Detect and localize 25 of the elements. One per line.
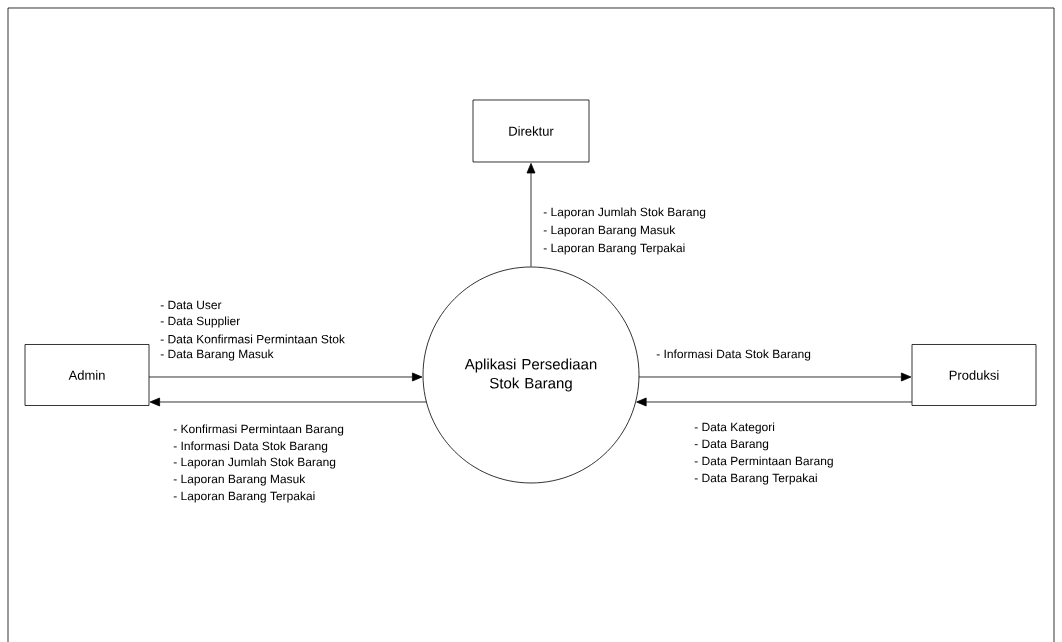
flow-label: - Data Barang Terpakai	[694, 473, 817, 485]
entity-box: Produksi	[911, 344, 1037, 406]
flow-label: - Data User	[160, 300, 222, 310]
flow-label: - Laporan Barang Terpakai	[173, 491, 315, 503]
flow-label: - Data Supplier	[160, 316, 241, 328]
flow-label: - Laporan Barang Masuk	[173, 474, 306, 486]
arrow	[636, 397, 913, 407]
arrow	[149, 397, 427, 407]
flow-label: - Laporan Jumlah Stok Barang	[543, 207, 706, 219]
flow-label: - Data Barang	[694, 439, 769, 451]
flow-label: - Konfirmasi Permintaan Barang	[173, 424, 344, 436]
flow-label: - Informasi Data Stok Barang	[656, 349, 811, 361]
flow-label: - Data Permintaan Barang	[694, 456, 833, 468]
flow-label: - Data Kategori	[694, 422, 775, 434]
entity-box: Direktur	[472, 99, 590, 163]
flow-label: - Data Konfirmasi Permintaan Stok	[160, 334, 345, 344]
flow-label: - Laporan Barang Masuk	[543, 225, 676, 237]
flow-label: - Data Barang Masuk	[160, 349, 274, 361]
arrow	[148, 372, 423, 382]
flow-label: - Informasi Data Stok Barang	[173, 441, 328, 453]
flow-label: - Laporan Barang Terpakai	[543, 243, 685, 255]
arrow	[638, 372, 912, 382]
flow-label: - Laporan Jumlah Stok Barang	[173, 457, 336, 469]
arrow	[526, 163, 536, 267]
entity-box: Admin	[24, 344, 150, 406]
